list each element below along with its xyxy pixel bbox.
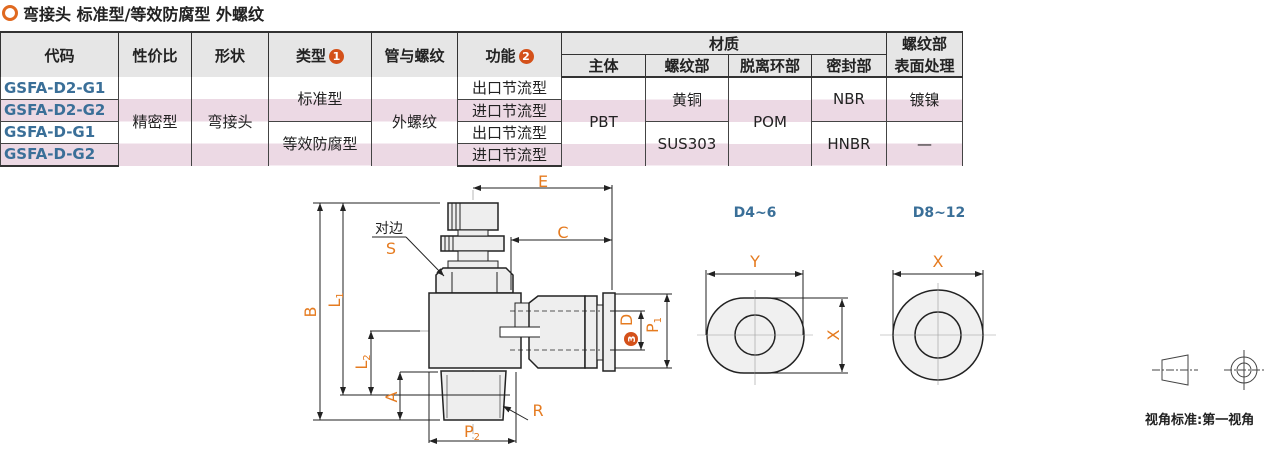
cell-code: GSFA-D2-G1 — [0, 77, 119, 100]
cell-code: GSFA-D-G1 — [0, 121, 119, 144]
cell-seal-a: NBR — [811, 77, 887, 122]
header-seal: 密封部 — [811, 54, 887, 78]
cell-function: 出口节流型 — [457, 121, 562, 144]
cell-surface-a: 镀镍 — [886, 77, 963, 122]
dim-L2: L2 — [352, 354, 373, 369]
header-cost: 性价比 — [118, 31, 192, 77]
cell-shape: 弯接头 — [191, 77, 269, 166]
section-views: D4~6 D8~12 Y X X — [697, 205, 996, 385]
section-title-text: 弯接头 标准型/等效防腐型 外螺纹 — [23, 5, 264, 24]
dim-E: E — [538, 172, 548, 191]
first-angle-projection-icon — [1152, 350, 1264, 390]
cell-code: GSFA-D2-G2 — [0, 99, 119, 122]
badge-1-icon: 1 — [329, 48, 344, 64]
header-material: 材质 — [561, 31, 887, 55]
section-small-height: X — [824, 329, 843, 340]
circle-bullet-icon — [2, 5, 18, 21]
header-thread: 管与螺纹 — [371, 31, 458, 77]
dim-A: A — [382, 391, 401, 402]
header-function-label: 功能 — [485, 46, 516, 65]
hex-nut — [435, 267, 514, 294]
cell-function: 出口节流型 — [457, 77, 562, 100]
cell-body: PBT — [561, 77, 646, 166]
header-type-label: 类型 — [295, 46, 326, 65]
section-large-title: D8~12 — [913, 205, 966, 221]
section-small-title: D4~6 — [734, 205, 777, 221]
cell-thread-part-b: SUS303 — [645, 121, 729, 166]
header-thread-part: 螺纹部 — [645, 54, 729, 78]
header-surface-1: 螺纹部 — [886, 31, 963, 55]
header-release-ring: 脱离环部 — [728, 54, 812, 78]
dim-L1: L1 — [325, 292, 346, 307]
cell-function: 进口节流型 — [457, 143, 562, 167]
section-title: 弯接头 标准型/等效防腐型 外螺纹 — [2, 2, 264, 24]
badge-3-text: 3 — [627, 335, 638, 342]
header-code: 代码 — [0, 31, 119, 77]
view-standard-label: 视角标准:第一视角 — [1145, 413, 1255, 428]
dim-C: C — [557, 223, 568, 242]
dim-P1: P1 — [643, 317, 664, 333]
badge-3-icon — [624, 332, 638, 346]
header-body: 主体 — [561, 54, 646, 78]
cell-type-b: 等效防腐型 — [268, 121, 372, 166]
cell-code: GSFA-D-G2 — [0, 143, 119, 167]
flats-label: 对边 — [375, 221, 403, 237]
dim-D: D — [617, 314, 636, 326]
locknut — [440, 235, 505, 252]
release-ring — [602, 292, 616, 372]
cell-release-ring: POM — [728, 77, 812, 166]
dim-P2: P2 — [464, 422, 480, 443]
fitting-drawing: E C B L1 L2 A R P2 P1 D S 3 对边 — [301, 172, 672, 444]
cell-type-a: 标准型 — [268, 77, 372, 122]
cell-thread: 外螺纹 — [371, 77, 458, 166]
cell-surface-b: — — [886, 121, 963, 166]
cell-seal-b: HNBR — [811, 121, 887, 166]
dim-S: S — [386, 239, 396, 258]
section-large-width: X — [933, 252, 944, 271]
dim-B: B — [301, 307, 320, 318]
section-small-width: Y — [749, 252, 760, 271]
cell-function: 进口节流型 — [457, 99, 562, 122]
dim-R: R — [532, 401, 543, 420]
badge-2-icon: 2 — [518, 48, 534, 64]
header-shape: 形状 — [191, 31, 269, 77]
cell-cost: 精密型 — [118, 77, 192, 166]
header-surface-2: 表面处理 — [886, 54, 963, 78]
cell-thread-part-a: 黄铜 — [645, 77, 729, 122]
